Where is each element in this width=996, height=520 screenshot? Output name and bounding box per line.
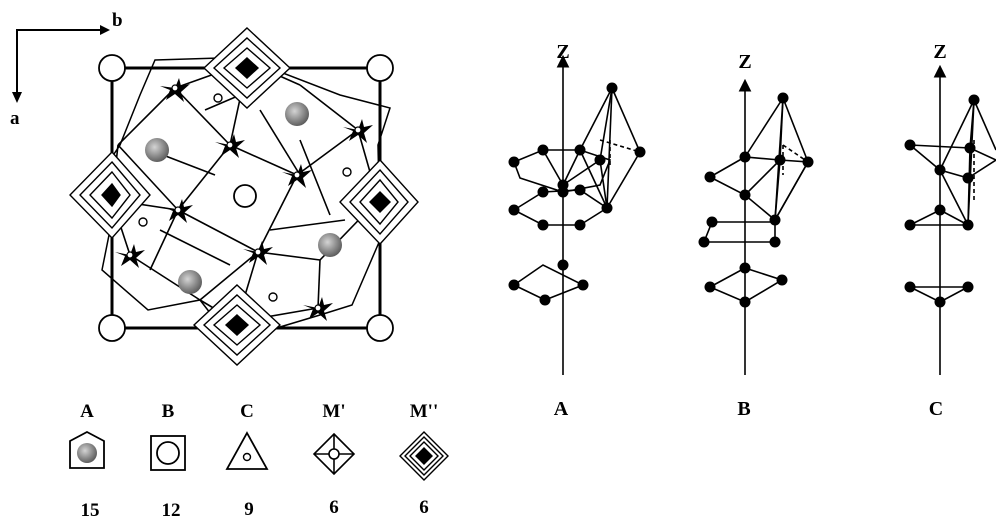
c-site-atom [213,93,223,103]
legend-label: C [240,401,254,422]
axis-a-label: a [10,108,20,129]
axis-b-label: b [112,10,123,31]
z-axis-label: Z [556,41,569,63]
diamond-cross-icon [312,432,356,476]
axis-indicator: b a [10,10,123,129]
polyhedron-label: B [737,398,750,420]
m-double-prime-sites [69,27,419,366]
pentagon-gray-ball-icon [69,430,105,469]
polyhedron-atoms [904,94,980,308]
corner-atom-bl [98,314,126,342]
legend-count: 15 [81,500,100,520]
hatched-diamond-right [339,158,419,246]
legend: A 15 B 12 C 9 M' [69,401,449,520]
triangle-dot-icon [225,431,269,470]
legend-item-a: A 15 [69,401,105,520]
legend-label: M'' [410,401,439,422]
a-site-atom [178,270,202,294]
polyhedron-label: A [554,398,569,420]
polyhedron-b: Z B [698,51,814,420]
legend-label: A [80,401,94,422]
z-axis-label: Z [738,51,751,73]
corner-atom-br [366,314,394,342]
polyhedron-label: C [929,398,943,420]
legend-item-c: C 9 [225,401,269,520]
unit-cell-projection [69,27,419,366]
z-axis-label: Z [933,41,946,63]
a-site-atom [318,233,342,257]
hatched-diamond-bottom [192,284,282,366]
legend-count: 12 [162,500,181,520]
legend-label: B [162,401,175,422]
c-site-atom [268,292,278,302]
legend-item-m-double-prime: M'' 6 [399,401,449,518]
corner-atom-tr [366,54,394,82]
a-site-atom [145,138,169,162]
polyhedron-c: Z C [904,41,996,420]
square-circle-icon [150,435,186,471]
legend-item-b: B 12 [150,401,186,520]
corner-atom-tl [98,54,126,82]
legend-count: 9 [244,499,254,520]
m-prime-centers [126,84,362,312]
polyhedron-atoms [698,92,814,308]
legend-item-m-prime: M' 6 [312,401,356,518]
hatched-diamond-top [202,27,292,109]
hatched-diamond-left [69,150,151,240]
a-site-atom [285,102,309,126]
polyhedron-atoms [508,82,646,306]
polyhedron-a: Z A [508,41,646,420]
legend-count: 6 [329,497,339,518]
c-site-atom [138,217,148,227]
hatched-diamond-icon [399,431,449,481]
b-site-center [233,184,257,208]
legend-label: M' [322,401,345,422]
c-site-atom [342,167,352,177]
legend-count: 6 [419,497,429,518]
